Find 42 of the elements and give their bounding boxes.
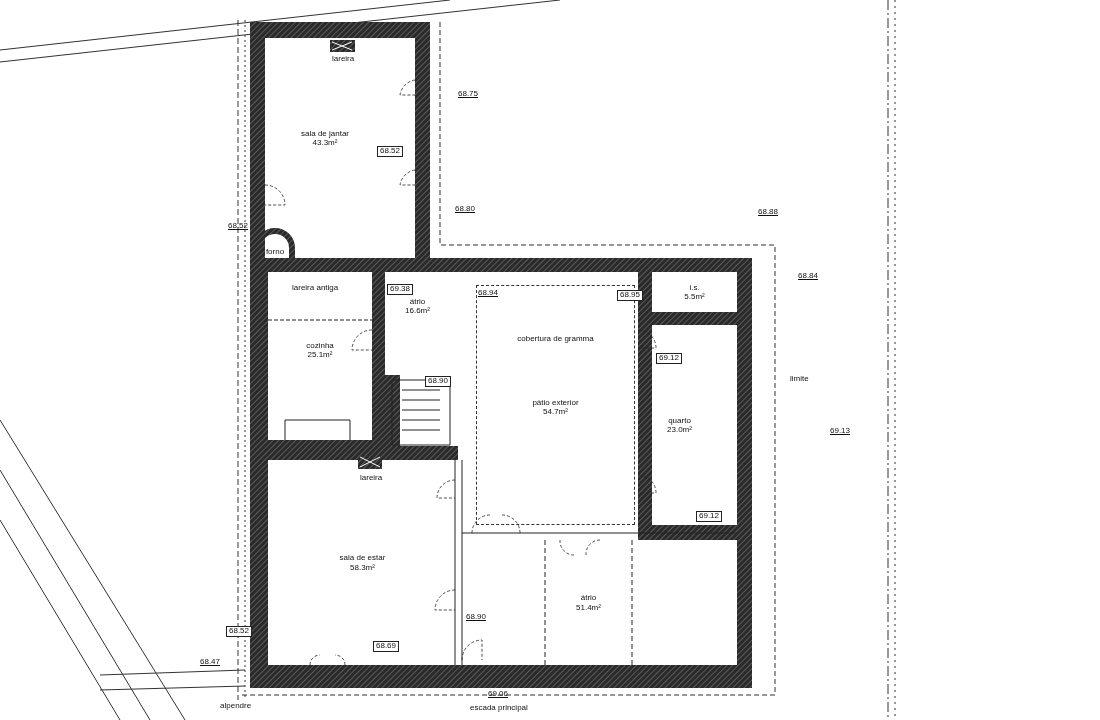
level-mark: 69.06 (488, 690, 509, 699)
annotation: lareira antiga (292, 284, 339, 293)
level-mark: 69.12 (656, 353, 683, 364)
level-mark: 68.94 (478, 289, 499, 298)
level-mark: 68.84 (798, 272, 819, 281)
room-name: átrio (409, 296, 426, 306)
room-area-text: 5.5m² (684, 292, 705, 302)
level-mark: 68.90 (466, 613, 487, 622)
level-mark: 68.95 (617, 290, 644, 301)
annotation: limite (790, 375, 809, 384)
level-mark: 68.52 (228, 222, 249, 231)
level-mark: 68.52 (226, 626, 253, 637)
level-mark: 68.90 (425, 376, 452, 387)
level-mark: 68.52 (377, 146, 404, 157)
level-mark: 68.47 (200, 658, 221, 667)
level-mark: 68.80 (455, 205, 476, 214)
room-name: cozinha (306, 340, 334, 350)
room-area-text: 43.3m² (312, 138, 338, 148)
level-mark: 69.38 (387, 284, 414, 295)
room-name: átrio (580, 593, 597, 603)
room-name: pátio exterior (532, 397, 579, 408)
room-area-text: 16.6m² (405, 306, 430, 316)
room-name: forno (265, 247, 285, 257)
annotation: alpendre (220, 702, 252, 711)
room-area-text: 58.3m² (350, 562, 375, 572)
room-name: quarto (668, 415, 691, 425)
room-area-text: 51.4m² (576, 602, 601, 612)
room-name: i.s. (689, 282, 700, 292)
level-mark: 69.12 (696, 511, 723, 522)
room-area-text: 23.0m² (667, 425, 692, 435)
room-area-text: 25.1m² (307, 350, 333, 360)
area-note: cobertura de gramma (517, 333, 594, 343)
room-area-text: 54.7m² (543, 407, 568, 417)
room-name: sala de estar (339, 553, 386, 563)
level-mark: 68.69 (373, 641, 400, 652)
room-name: sala de jantar (301, 128, 349, 138)
level-mark: 68.88 (758, 208, 779, 217)
annotation: lareira (360, 474, 383, 483)
level-mark: 69.13 (830, 427, 851, 436)
level-mark: 68.75 (458, 90, 479, 99)
annotation: escada principal (470, 704, 528, 713)
annotation: lareira (332, 55, 355, 64)
